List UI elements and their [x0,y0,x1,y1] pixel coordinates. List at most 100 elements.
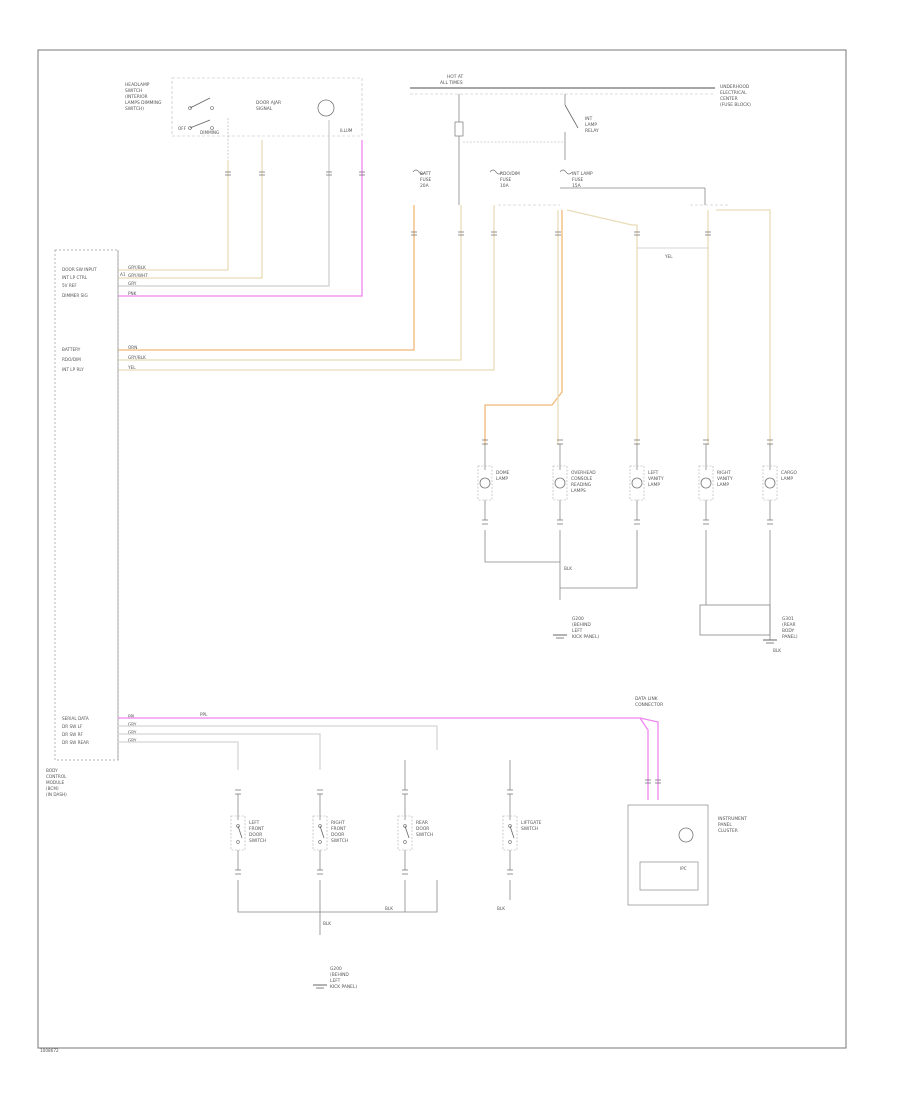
bcm-pin-top-1-wire: GRY/WHT [128,273,148,278]
relay-label-1: LAMP [585,122,597,128]
bcm-pin-mid-0-wire: ORN [128,345,137,350]
connector-marks-top [225,171,497,236]
lamp-3-label-0: RIGHT [717,470,731,476]
upper-lamps: DOMELAMPOVERHEADCONSOLEREADINGLAMPSLEFTV… [477,439,798,525]
fuse-block-label-1: ELECTRICAL [720,90,747,96]
ground-upper-right-label-2: BODY [782,628,795,634]
fuse-batt-1: FUSE [420,177,432,183]
bcm-pin-top-2-wire: GRY [128,281,137,286]
door-switch-0-label-0: LEFT [249,820,260,826]
ground-upper-left-wire: BLK [564,566,572,571]
svg-text:BLK: BLK [385,906,393,911]
bcm-name-4: (IN DASH) [46,792,67,797]
switch-label-1: SWITCH [125,88,142,94]
bcm-name-2: MODULE [46,780,65,785]
fuse-batt-0: BATT [420,171,431,177]
bcm-name-1: CONTROL [46,774,67,779]
bcm-pin-top-2-name: 5V REF [62,283,77,288]
bcm-pin-bot-3-wire: GRY [128,738,137,743]
lamp-2-label-2: LAMP [648,482,660,488]
lamp-ground-lines [484,530,771,640]
bcm-pin-top-0-wire: GRY/BLK [128,265,146,270]
door-switch-1-label-3: SWITCH [331,838,348,844]
ground-upper-right-label-3: PANEL) [782,634,798,640]
bcm-pin-top-3-wire: PNK [128,291,137,296]
fuse-block-label-0: UNDERHOOD [720,84,750,90]
fuse-int-0: INT LAMP [572,171,593,177]
ground-bottom-label-2: LEFT [330,978,341,984]
ipc-inner: IPC [680,866,687,871]
bcm-pin-top-0-name: DOOR SW INPUT [62,267,97,272]
ground-bottom-label-3: KICK PANEL) [330,984,357,990]
ipc-label-2: CLUSTER [718,828,738,834]
svg-text:DIMMING: DIMMING [200,130,219,135]
fuse-block-label-2: CENTER [720,96,738,102]
fuse-batt-2: 20A [420,183,429,189]
bcm-pin-top-1-name: INT LP CTRL [62,275,88,280]
door-switch-0-label-2: DOOR [249,832,262,838]
switch-label-4: SWITCH) [125,106,144,112]
bcm-pin-top-0-pin: A1 [120,272,126,277]
lamp-1-label-0: OVERHEAD [571,470,596,476]
dimmer-label-1: SIGNAL [256,106,273,112]
bcm-pin-top-3-name: DIMMER SIG [62,293,88,298]
bcm-name-0: BODY [46,768,58,773]
fuse-int-2: 15A [572,183,581,189]
fuse-block-label-3: (FUSE BLOCK) [720,102,751,108]
dimmer-label-0: DOOR AJAR [256,100,281,106]
door-switch-1-label-2: DOOR [331,832,344,838]
bcm-pin-bot-3-name: DR SW REAR [62,740,89,745]
fuse-rdo-0: RDO/DIM [500,171,520,177]
switch-label-0: HEADLAMP [125,82,150,88]
switch-label-3: LAMPS DIMMING [125,100,162,106]
bcm-pin-bot-0-wire: PPL [128,714,136,719]
ground-upper-right-wire: BLK [773,648,781,653]
lamp-1-label-3: LAMPS [571,488,586,494]
bcm-pin-mid-1-name: RDO/DIM [62,357,81,362]
headlamp-switch: HEADLAMP SWITCH (INTERIOR LAMPS DIMMING … [125,77,363,160]
ground-upper-right: BLK G301 (REAR BODY PANEL) [763,616,798,653]
lamp-3-label-1: VANITY [717,476,733,482]
data-link-connector-0: DATA LINK [635,696,658,702]
lamp-2-label-0: LEFT [648,470,659,476]
lamp-1-label-2: READING [571,482,592,488]
fuse-rdo-2: 10A [500,183,509,189]
relay-label-2: RELAY [585,128,599,134]
bcm-pin-bot-0-name: SERIAL DATA [62,716,89,721]
ground-bottom: BLK G200 (BEHIND LEFT KICK PANEL) [313,921,357,990]
svg-text:YEL: YEL [664,254,673,259]
ground-bottom-wire: BLK [323,921,331,926]
door-switch-2-label-2: SWITCH [416,832,433,838]
door-switch-0-label-1: FRONT [249,826,264,832]
bcm-pin-bot-2-wire: GRY [128,730,137,735]
svg-text:ILLUM: ILLUM [340,128,353,133]
door-switch-3-label-1: SWITCH [521,826,538,832]
relay-label-0: INT [585,116,593,122]
ground-upper-left: BLK G200 (BEHIND LEFT KICK PANEL) [553,566,599,640]
bcm-pin-mid-0-name: BATTERY [62,347,81,352]
door-switch-1-label-0: RIGHT [331,820,345,826]
bcm-name-3: (BCM) [46,786,59,791]
fuse-block: HOT AT ALL TIMES UNDERHOOD ELECTRICAL CE… [410,74,751,206]
lamp-2-label-1: VANITY [648,476,664,482]
ipc-label-0: INSTRUMENT [718,816,747,822]
door-switch-stubs [404,760,511,900]
lamp-1-label-1: CONSOLE [571,476,592,482]
door-switch-2-label-1: DOOR [416,826,429,832]
bcm-pin-bot-1-wire: GRY [128,722,137,727]
lamp-4-label-0: CARGO [781,470,798,476]
hot-at-all-times-1: ALL TIMES [440,80,463,86]
wires-bottom [118,717,659,800]
door-switch-3-label-0: LIFTGATE [521,820,542,826]
bcm-pin-bot-1-name: DR SW LF [62,724,83,729]
instrument-panel-cluster: IPC INSTRUMENT PANEL CLUSTER [627,779,747,906]
diagram-ref-number: 1008672 [40,1048,59,1053]
body-control-module: BODY CONTROL MODULE (BCM) (IN DASH) DOOR… [46,249,148,797]
door-switch-0-label-3: SWITCH [249,838,266,844]
